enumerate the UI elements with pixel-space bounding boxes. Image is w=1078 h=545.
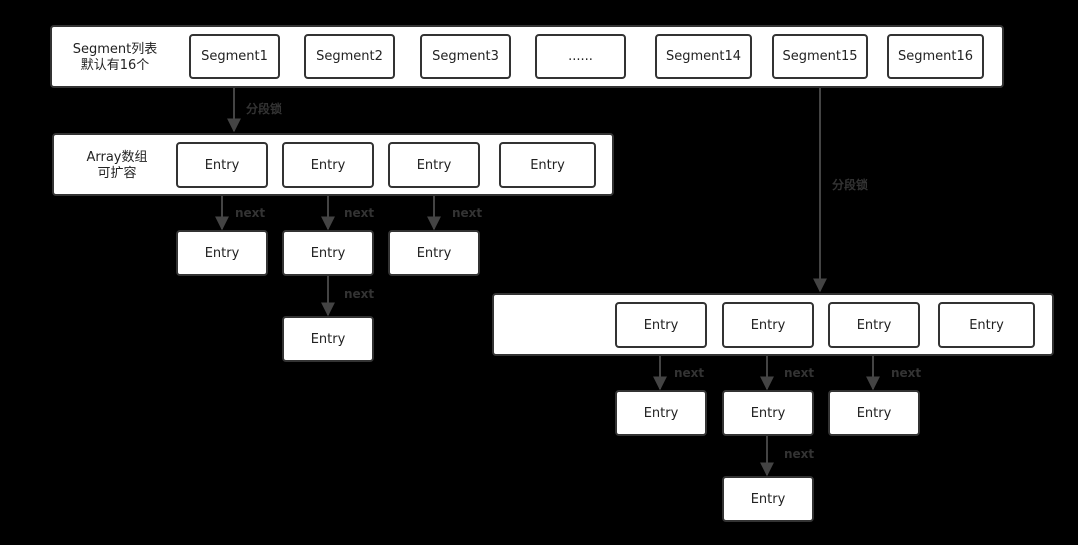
array-label-line1: Array数组 xyxy=(86,150,148,165)
array-label-line2: 可扩容 xyxy=(97,166,137,181)
next-label: next xyxy=(452,206,483,220)
lock-label-left: 分段锁 xyxy=(246,102,283,116)
next-label: next xyxy=(784,366,815,380)
array-entry: Entry xyxy=(938,302,1035,348)
chain-entry: Entry xyxy=(722,390,814,436)
chain-entry: Entry xyxy=(615,390,707,436)
segment-node-ellipsis: ...... xyxy=(535,34,626,79)
segment-list-label-line1: Segment列表 xyxy=(72,42,158,57)
segment-node: Segment3 xyxy=(420,34,511,79)
next-label: next xyxy=(344,206,375,220)
segment-node: Segment16 xyxy=(887,34,984,79)
next-label: next xyxy=(784,447,815,461)
segment-node: Segment1 xyxy=(189,34,280,79)
chain-entry: Entry xyxy=(388,230,480,276)
array-entry: Entry xyxy=(499,142,596,188)
segment-node: Segment14 xyxy=(655,34,752,79)
array-entry: Entry xyxy=(828,302,920,348)
segment-node: Segment15 xyxy=(772,34,868,79)
array-entry: Entry xyxy=(282,142,374,188)
segment-list-label: Segment列表 默认有16个 xyxy=(60,42,170,74)
array-entry: Entry xyxy=(388,142,480,188)
segment-node: Segment2 xyxy=(304,34,395,79)
chain-entry: Entry xyxy=(828,390,920,436)
next-label: next xyxy=(344,287,375,301)
next-label: next xyxy=(235,206,266,220)
lock-label-right: 分段锁 xyxy=(832,178,869,192)
chain-entry: Entry xyxy=(282,316,374,362)
array-panel-label: Array数组 可扩容 xyxy=(62,150,172,182)
chain-entry: Entry xyxy=(176,230,268,276)
next-label: next xyxy=(674,366,705,380)
chain-entry: Entry xyxy=(282,230,374,276)
array-entry: Entry xyxy=(722,302,814,348)
array-entry: Entry xyxy=(615,302,707,348)
next-label: next xyxy=(891,366,922,380)
segment-list-label-line2: 默认有16个 xyxy=(80,58,150,73)
array-entry: Entry xyxy=(176,142,268,188)
chain-entry: Entry xyxy=(722,476,814,522)
